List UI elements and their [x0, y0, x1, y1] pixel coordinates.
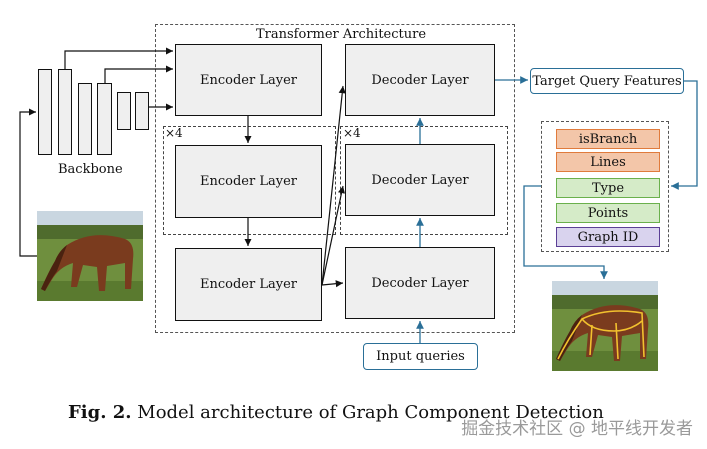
- decoder-layer-3: Decoder Layer: [345, 247, 495, 319]
- backbone-block-1: [38, 69, 52, 155]
- caption-prefix: Fig. 2.: [68, 402, 132, 423]
- enc3-to-dec2: [321, 185, 346, 286]
- enc3-to-dec3: [321, 280, 344, 288]
- attr-isbranch: isBranch: [556, 129, 660, 149]
- backbone-block-2: [58, 69, 72, 155]
- backbone-block-3: [78, 83, 92, 155]
- encoder-repeat-group: [163, 126, 336, 235]
- image-to-backbone: [19, 108, 37, 257]
- decoder-layer-2: Decoder Layer: [345, 144, 495, 216]
- attribute-group: [541, 121, 669, 252]
- decoder-repeat-group: [340, 126, 508, 235]
- enc3-to-dec1: [321, 85, 346, 286]
- figure-caption: Fig. 2. Model architecture of Graph Comp…: [68, 402, 604, 423]
- attr-points: Points: [556, 203, 660, 223]
- transformer-container: [155, 24, 515, 333]
- decoder-repeat-label: ×4: [343, 126, 361, 140]
- input-horse-image: [37, 211, 143, 301]
- backbone-block-6: [135, 92, 149, 130]
- attrs-to-output: [523, 185, 608, 279]
- output-horse-image: [552, 281, 658, 371]
- tqf-to-attrs: [671, 80, 698, 190]
- caption-text: Model architecture of Graph Component De…: [137, 402, 604, 423]
- encoder-layer-1: Encoder Layer: [175, 44, 322, 116]
- encoder-repeat-label: ×4: [165, 126, 183, 140]
- transformer-title: Transformer Architecture: [256, 27, 427, 42]
- encoder-layer-2: Encoder Layer: [175, 145, 322, 218]
- backbone-block-5: [117, 92, 131, 130]
- backbone-conn-2: [104, 65, 173, 83]
- backbone-label: Backbone: [58, 162, 123, 177]
- backbone-block-4: [97, 83, 112, 155]
- input-queries-box: Input queries: [363, 343, 478, 370]
- backbone-conn-1: [64, 47, 173, 69]
- attr-graph-id: Graph ID: [556, 227, 660, 247]
- attr-type: Type: [556, 178, 660, 198]
- decoder-layer-1: Decoder Layer: [345, 44, 495, 116]
- watermark: 掘金技术社区 @ 地平线开发者: [461, 419, 693, 439]
- target-query-features-box: Target Query Features: [530, 68, 684, 94]
- attr-lines: Lines: [556, 152, 660, 172]
